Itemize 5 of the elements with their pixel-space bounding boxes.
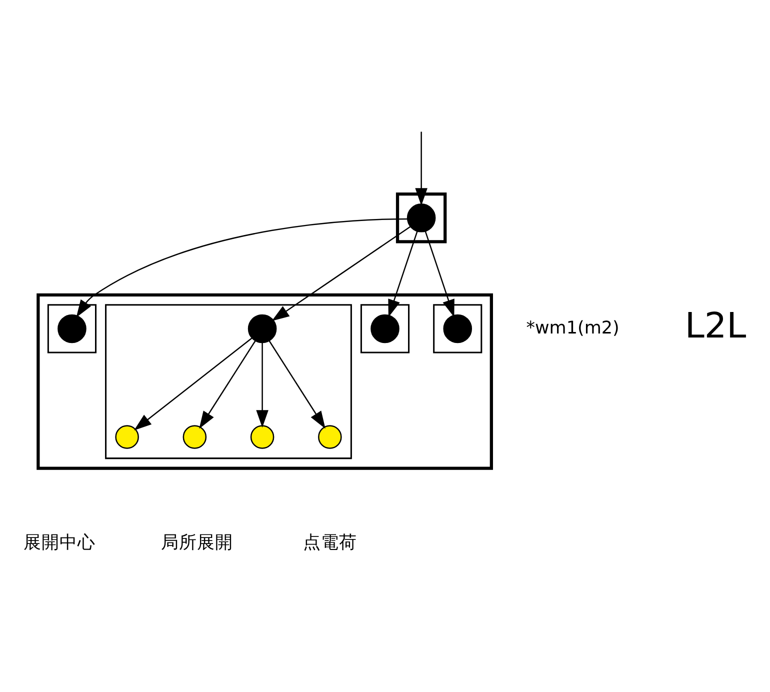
label: L2L bbox=[684, 304, 746, 346]
label: *wm1(m2) bbox=[526, 318, 620, 338]
label: 展開中心 bbox=[23, 532, 96, 553]
label: 点電荷 bbox=[302, 532, 357, 553]
label: 局所展開 bbox=[161, 532, 234, 553]
